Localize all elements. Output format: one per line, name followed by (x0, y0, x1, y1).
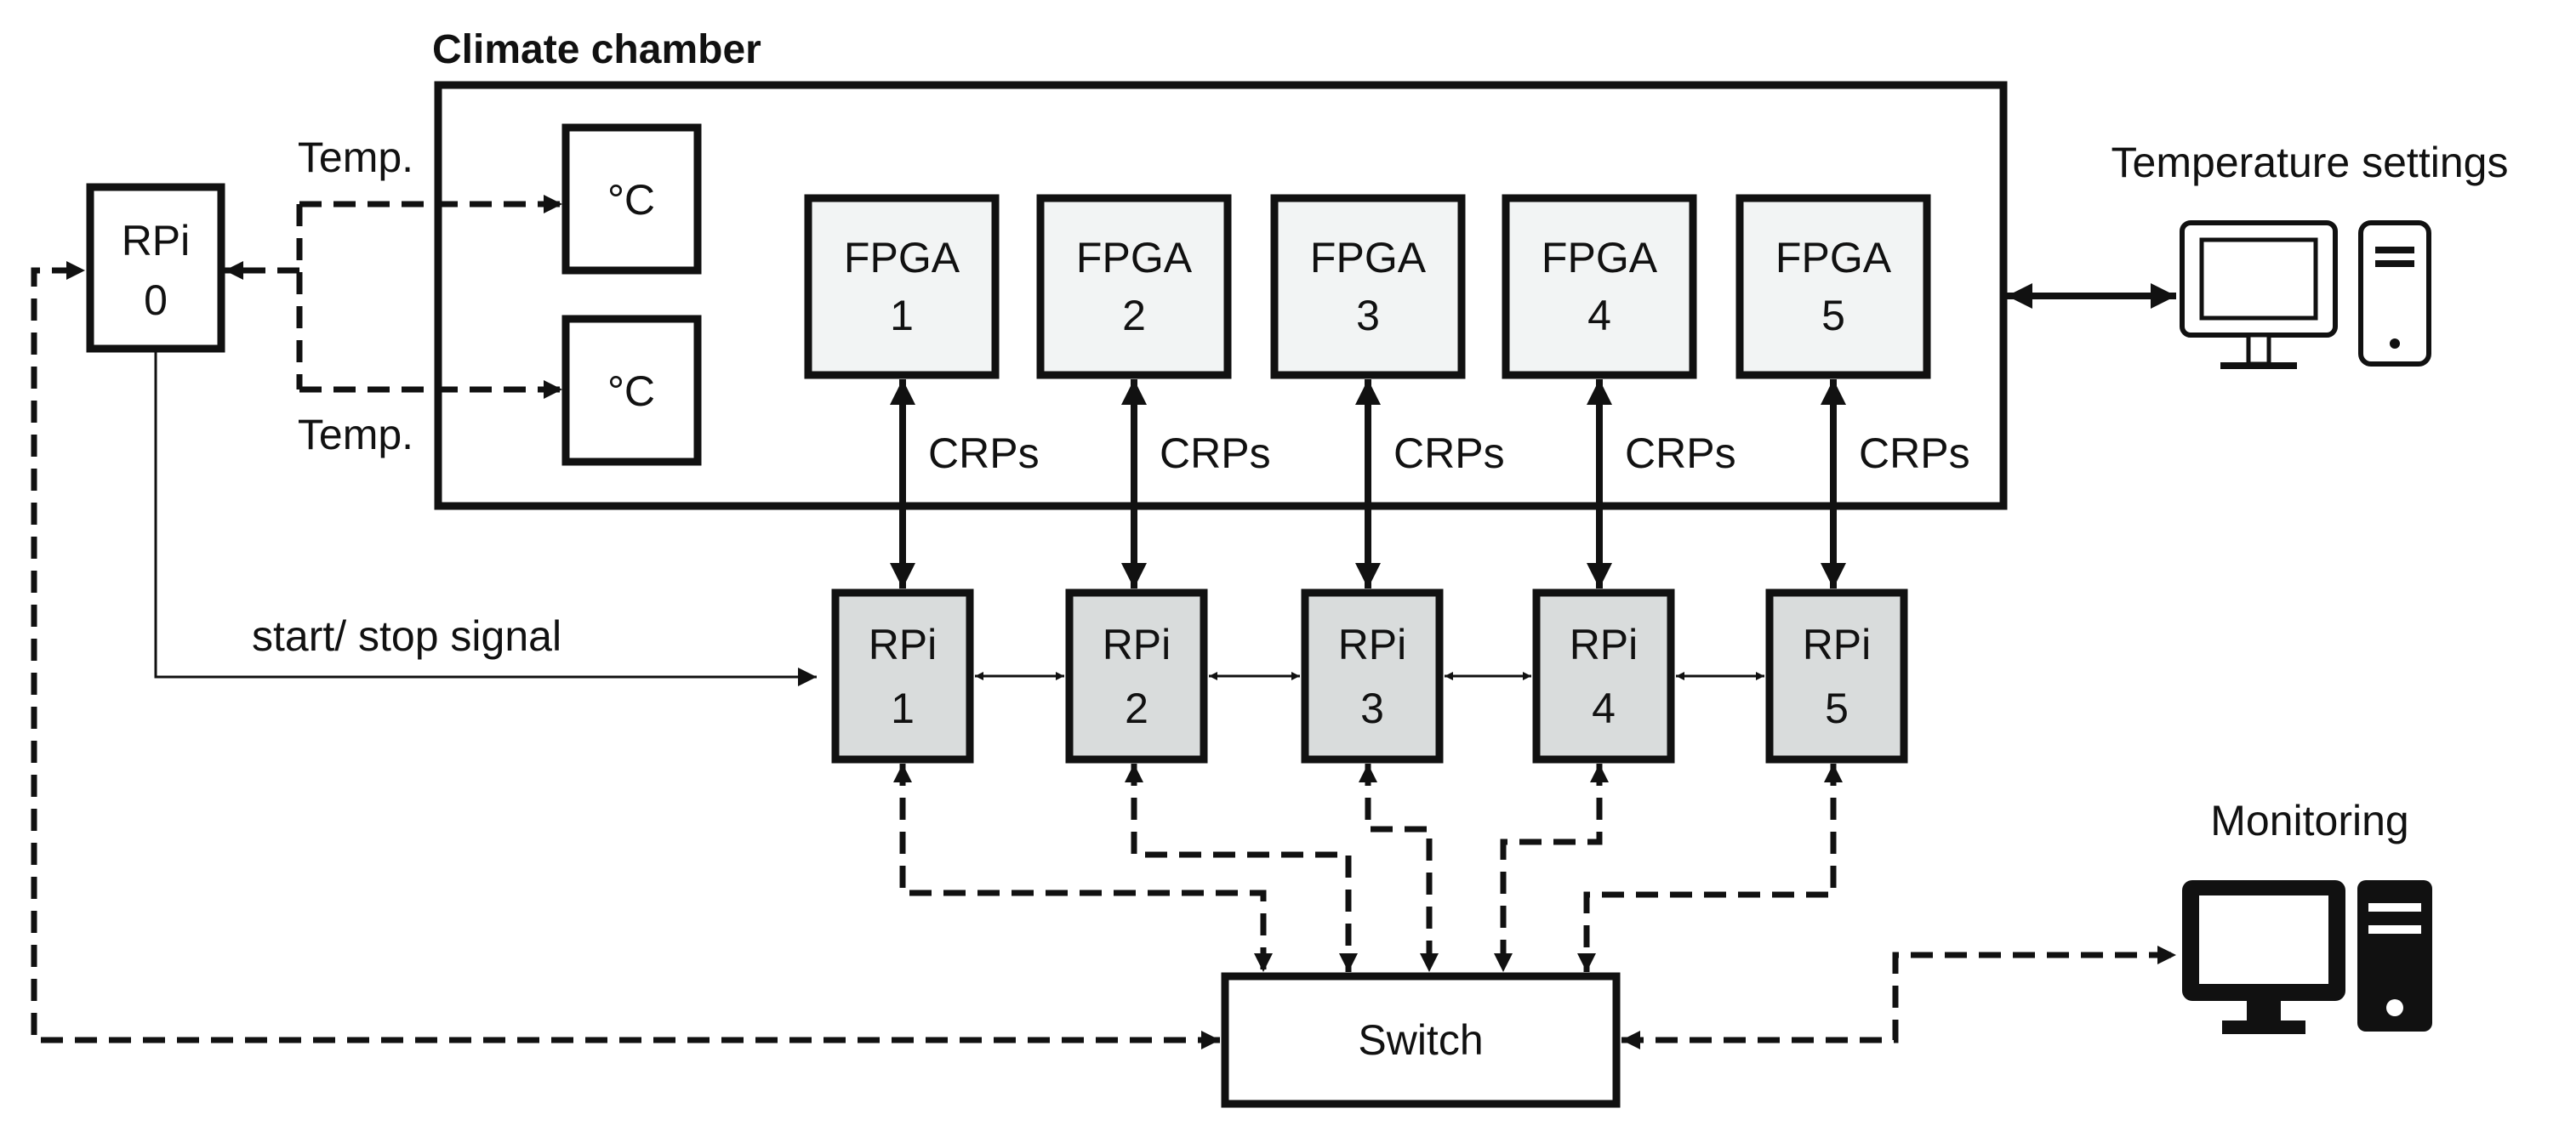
switch-label: Switch (1358, 1016, 1483, 1064)
switch-box (1221, 972, 1621, 1108)
rpi-4-label: RPi (1570, 621, 1638, 668)
temp-label-1: Temp. (298, 134, 413, 181)
temp-sensor-1-unit: °C (607, 176, 655, 224)
crp-label-2: CRPs (1160, 429, 1271, 477)
fpga-3-label: FPGA (1310, 234, 1427, 281)
rpi-2-node: RPi 2 (1065, 588, 1208, 764)
rpi-5-switch-link (1577, 764, 1843, 972)
rpi-layer: RPi 1 RPi 2 RPi 3 RPi 4 RPi 5 (831, 588, 1908, 764)
monitoring-computer-icon (2182, 880, 2432, 1034)
fpga-1-box (804, 194, 1000, 379)
crp-label-1: CRPs (928, 429, 1040, 477)
rpi-4-node: RPi 4 (1532, 588, 1675, 764)
rpi-4-box (1532, 588, 1675, 764)
fpga-2-node: FPGA 2 (1036, 194, 1232, 379)
rpi-0-label: RPi (122, 217, 191, 264)
rpi-2-box (1065, 588, 1208, 764)
fpga-3-box (1270, 194, 1466, 379)
fpga-2-box (1036, 194, 1232, 379)
rpi-3-node: RPi 3 (1301, 588, 1444, 764)
rpi-5-node: RPi 5 (1765, 588, 1908, 764)
crp-label-4: CRPs (1625, 429, 1736, 477)
rpi-2-label: RPi (1103, 621, 1171, 668)
fpga-1-node: FPGA 1 (804, 194, 1000, 379)
rpi-5-box (1765, 588, 1908, 764)
temp-label-2: Temp. (298, 411, 413, 458)
switch-monitoring-link (1621, 946, 2176, 1049)
switch-node: Switch (1221, 972, 1621, 1108)
fpga-3-node: FPGA 3 (1270, 194, 1466, 379)
fpga-5-label: FPGA (1775, 234, 1892, 281)
fpga-1-number: 1 (890, 292, 914, 339)
fpga-1-label: FPGA (844, 234, 960, 281)
rpi-3-box (1301, 588, 1444, 764)
rpi-2-number: 2 (1125, 685, 1148, 732)
rpi-2-switch-link (1125, 764, 1358, 972)
temp-sensor-2-unit: °C (607, 367, 655, 415)
rpi-3-switch-link (1359, 764, 1439, 972)
rpi-5-label: RPi (1803, 621, 1872, 668)
rpi-5-number: 5 (1825, 685, 1849, 732)
temp-sensor-2: °C (561, 315, 702, 466)
crp-label-5: CRPs (1859, 429, 1970, 477)
link-layer: CRPs CRPs CRPs CRPs CRPs (890, 379, 1970, 972)
fpga-layer: FPGA 1 FPGA 2 FPGA 3 FPGA 4 FPGA 5 (804, 194, 1931, 379)
fpga-4-node: FPGA 4 (1502, 194, 1697, 379)
temperature-settings-computer-icon (2180, 220, 2431, 369)
climate-chamber-title: Climate chamber (432, 27, 761, 72)
rpi0-switch-link (31, 261, 1220, 1049)
crp-label-3: CRPs (1393, 429, 1505, 477)
rpi-1-box (831, 588, 974, 764)
rpi-1-switch-link (893, 764, 1273, 972)
rpi-1-label: RPi (869, 621, 938, 668)
fpga-3-number: 3 (1356, 292, 1380, 339)
fpga-4-number: 4 (1587, 292, 1611, 339)
rpi-3-label: RPi (1338, 621, 1407, 668)
rpi-3-number: 3 (1360, 685, 1384, 732)
temperature-settings-label: Temperature settings (2112, 139, 2509, 186)
rpi-0-node: RPi 0 (86, 183, 225, 353)
rpi-0-box (86, 183, 225, 353)
rpi-1-node: RPi 1 (831, 588, 974, 764)
fpga-2-number: 2 (1122, 292, 1146, 339)
rpi-1-number: 1 (891, 685, 915, 732)
monitoring-label: Monitoring (2210, 797, 2408, 844)
fpga-4-label: FPGA (1542, 234, 1658, 281)
rpi-4-number: 4 (1592, 685, 1616, 732)
fpga-5-box (1735, 194, 1931, 379)
fpga-4-box (1502, 194, 1697, 379)
fpga-2-label: FPGA (1076, 234, 1193, 281)
fpga-5-node: FPGA 5 (1735, 194, 1931, 379)
fpga-5-number: 5 (1821, 292, 1845, 339)
rpi-0-number: 0 (144, 276, 168, 324)
start-stop-signal-label: start/ stop signal (252, 612, 561, 660)
temp-sensor-1: °C (561, 123, 702, 275)
